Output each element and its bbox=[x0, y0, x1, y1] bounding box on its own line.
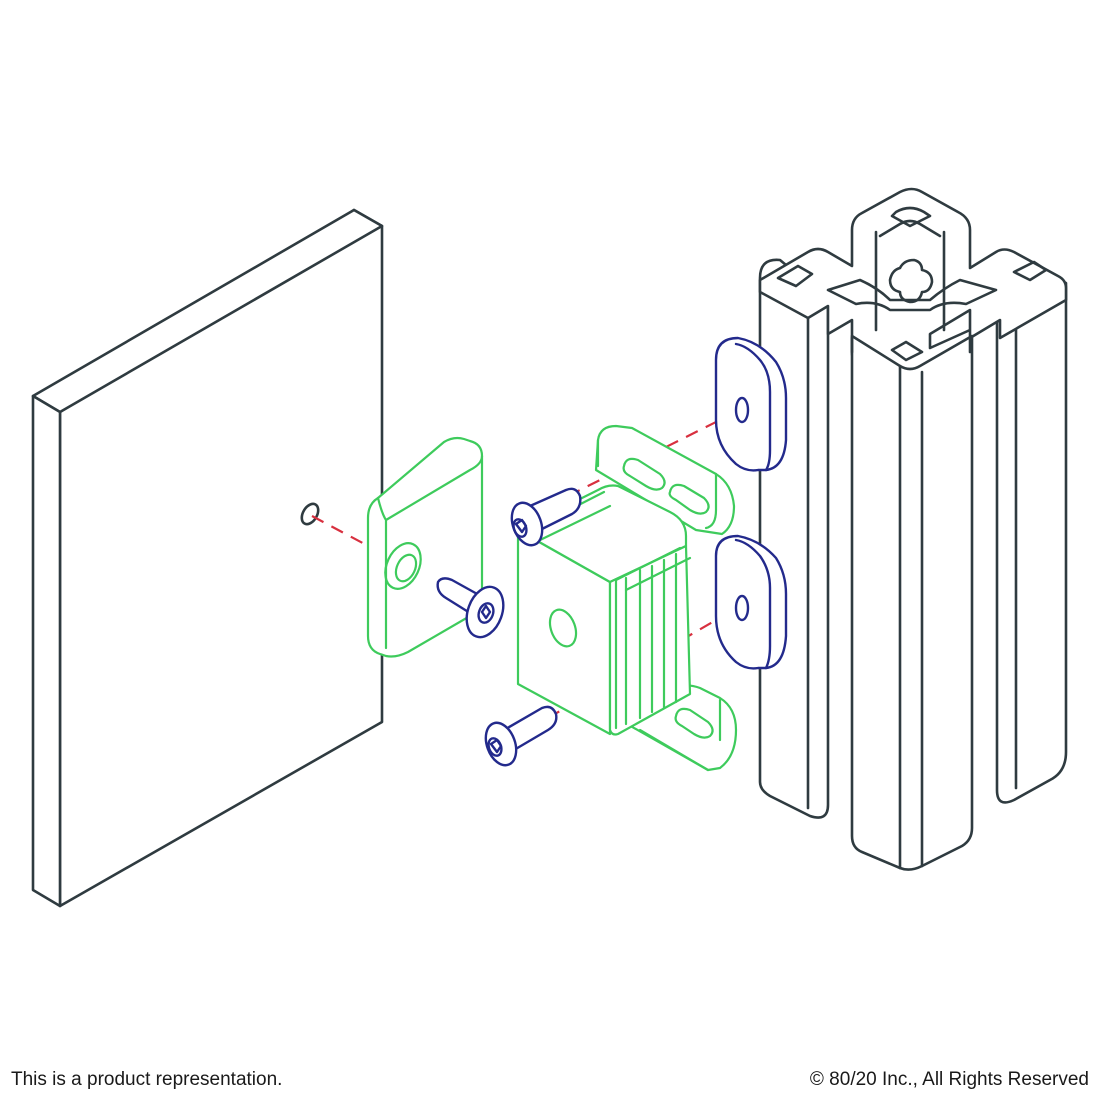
axis-line-panel bbox=[311, 515, 493, 613]
mounting-plate bbox=[366, 436, 484, 658]
copyright-text: © 80/20 Inc., All Rights Reserved bbox=[809, 1069, 1089, 1090]
t-nuts bbox=[714, 336, 788, 670]
t-nut-upper bbox=[714, 336, 788, 472]
panel bbox=[31, 208, 384, 908]
flange-slot-lower bbox=[674, 707, 714, 739]
t-nut-upper-hole bbox=[734, 396, 750, 424]
plate-countersink bbox=[384, 542, 422, 590]
screw-lower bbox=[484, 705, 558, 767]
screw-plate bbox=[436, 577, 505, 639]
t-nut-lower bbox=[714, 534, 788, 670]
flange-slot-upper-1 bbox=[622, 457, 666, 491]
screws bbox=[436, 487, 582, 767]
aluminum-extrusion bbox=[758, 187, 1068, 871]
t-nut-lower-hole bbox=[734, 594, 750, 622]
screw-upper bbox=[510, 487, 582, 547]
flange-slot-upper-2 bbox=[668, 483, 710, 515]
plate-hole bbox=[394, 553, 418, 583]
disclaimer-text: This is a product representation. bbox=[11, 1069, 283, 1090]
body-hole bbox=[548, 608, 578, 648]
